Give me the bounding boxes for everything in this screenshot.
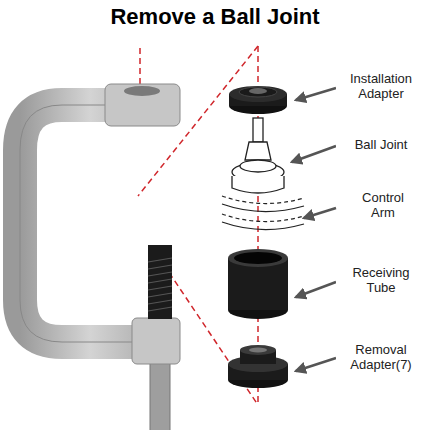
removal-adapter [228, 345, 288, 388]
installation-adapter [229, 86, 287, 114]
part-label: Receiving Tube [336, 264, 426, 296]
title: Remove a Ball Joint [0, 4, 430, 30]
leader-arrows [292, 88, 336, 371]
control-arm [222, 196, 304, 230]
part-label: Ball Joint [336, 136, 426, 153]
c-clamp [20, 84, 180, 430]
part-label: Control Arm [350, 189, 416, 221]
ball-joint [232, 118, 284, 193]
part-label: Installation Adapter [336, 70, 426, 102]
receiving-tube [228, 249, 288, 319]
part-label: Removal Adapter(7) [336, 341, 426, 373]
